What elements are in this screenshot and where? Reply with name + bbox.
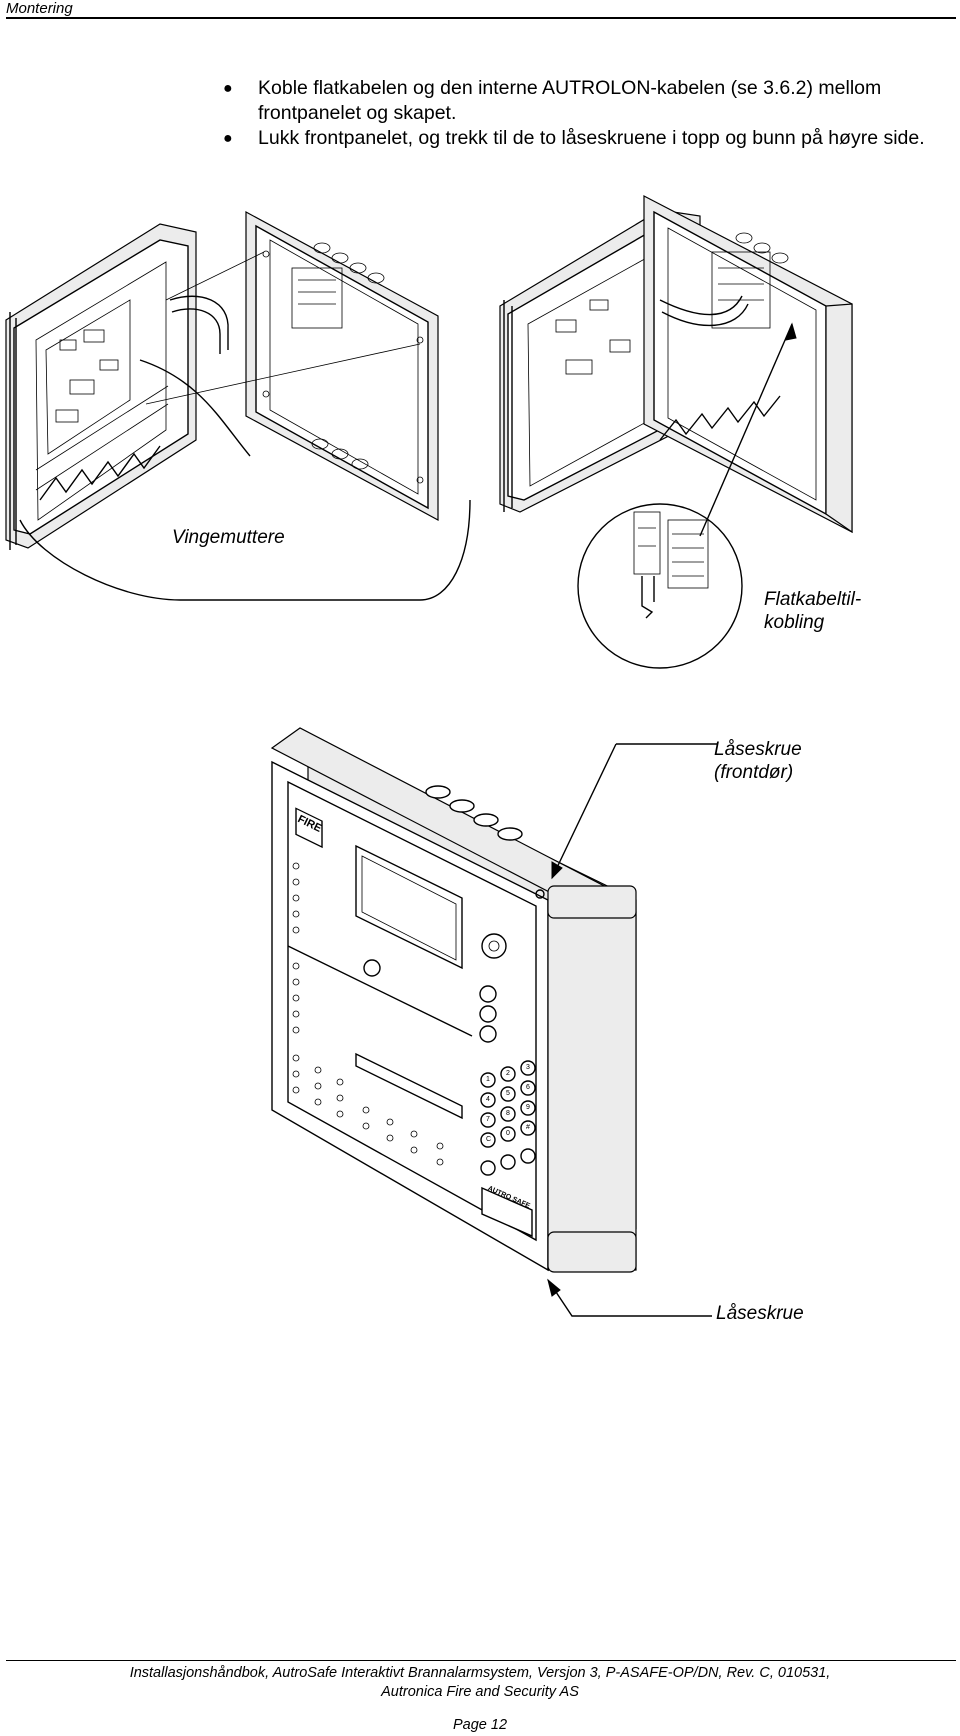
- label-flat-cable-line1: Flatkabeltil-: [764, 589, 862, 610]
- keypad-key-label: 3: [526, 1064, 530, 1071]
- product-badge: [481, 1186, 533, 1238]
- detail-leader-arrow: [699, 323, 793, 537]
- label-lock-screw-front-line1: Låseskrue: [714, 739, 802, 760]
- label-wing-nuts: Vingemuttere: [172, 527, 285, 548]
- keypad-key-label: 7: [486, 1116, 490, 1123]
- bullet-icon: ●: [223, 130, 233, 147]
- keypad-key-label: 6: [526, 1084, 530, 1091]
- open-cabinet-left: [245, 210, 439, 522]
- lock-screw-top-icon: [535, 889, 545, 899]
- label-lock-screw-front: Låseskrue (frontdør): [714, 738, 802, 784]
- footer-line2: Autronica Fire and Security AS: [381, 1684, 579, 1700]
- keypad-key-label: 4: [486, 1096, 490, 1103]
- autrolon-cable-left: [139, 359, 251, 457]
- bullet-icon: ●: [223, 80, 233, 97]
- closed-control-panel: [270, 727, 637, 1273]
- footer-line1: Installasjonshåndbok, AutroSafe Interakt…: [129, 1665, 831, 1681]
- keypad-key-label: 1: [486, 1076, 490, 1083]
- instruction-text: Lukk frontpanelet, og trekk til de to lå…: [258, 127, 925, 149]
- footer-rule: [6, 1660, 956, 1661]
- label-flat-cable-line2: kobling: [764, 612, 825, 633]
- open-front-panel-left: [5, 223, 197, 550]
- leader-line: [165, 251, 265, 301]
- label-lock-screw: Låseskrue: [716, 1303, 804, 1324]
- open-cabinet-right: [643, 195, 853, 534]
- instruction-item: ● Lukk frontpanelet, og trekk til de to l…: [223, 126, 948, 151]
- keypad-key-label: 2: [506, 1070, 510, 1077]
- instruction-text: Koble flatkabelen og den interne AUTROLO…: [258, 77, 882, 124]
- lock-screw-bottom-leader: [547, 1279, 712, 1317]
- keypad-key-label: 0: [506, 1130, 510, 1137]
- arrow-head-icon: [551, 861, 563, 880]
- keypad: [480, 1060, 536, 1176]
- section-header: Montering: [6, 0, 73, 17]
- flat-cable-right: [659, 295, 743, 316]
- arrow-head-icon: [785, 322, 797, 341]
- keypad-key-label: C: [486, 1136, 492, 1143]
- label-lock-screw-front-line2: (frontdør): [714, 762, 794, 783]
- keypad-key-label: 8: [506, 1110, 510, 1117]
- keypad-key-label: 5: [506, 1090, 510, 1097]
- flat-cable-left: [169, 295, 229, 350]
- page-number: Page 12: [452, 1717, 508, 1733]
- header-rule: [6, 17, 956, 19]
- keypad-key-label: 9: [526, 1104, 530, 1111]
- flat-cable-detail-circle: [577, 503, 743, 669]
- lock-screw-front-leader: [551, 743, 617, 879]
- label-flat-cable: Flatkabeltil- kobling: [764, 588, 861, 634]
- keypad-key-label: #: [526, 1124, 530, 1131]
- instruction-list: ● Koble flatkabelen og den interne AUTROL…: [223, 76, 948, 151]
- instruction-item: ● Koble flatkabelen og den interne AUTROL…: [223, 76, 948, 126]
- arrow-head-icon: [547, 1278, 561, 1297]
- wing-nut-callout: [19, 499, 471, 601]
